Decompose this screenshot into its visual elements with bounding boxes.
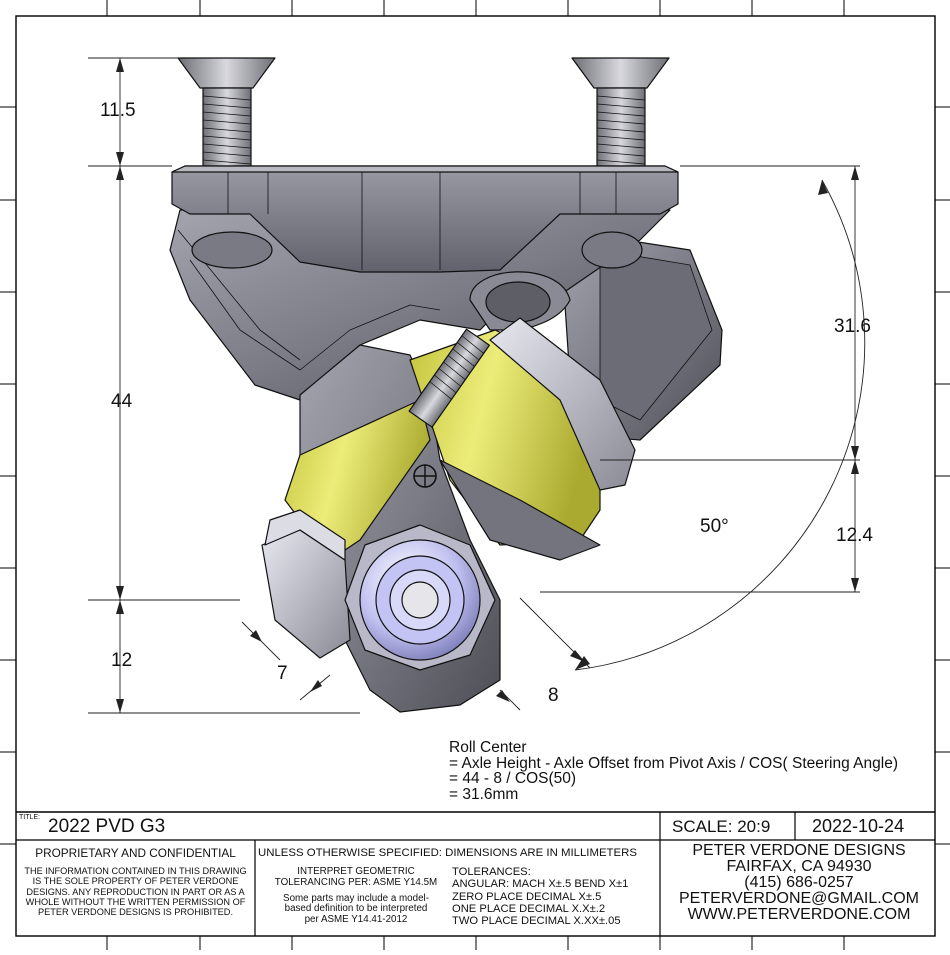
dim-axle-height: 12 xyxy=(111,650,133,671)
kingpin-stud xyxy=(408,328,491,428)
note-line-2: = 44 - 8 / COS(50) xyxy=(449,770,577,787)
tolerance-line: ZERO PLACE DECIMAL X±.5 xyxy=(452,890,602,903)
title-block-lines xyxy=(16,811,935,936)
dim-steering-angle: 50° xyxy=(700,516,729,537)
note-line-1: = Axle Height - Axle Offset from Pivot A… xyxy=(449,754,898,772)
truck-assembly xyxy=(169,57,723,713)
right-screw xyxy=(571,57,670,171)
units-heading: UNLESS OTHERWISE SPECIFIED: DIMENSIONS A… xyxy=(258,847,637,859)
interpret-section: INTERPRET GEOMETRIC TOLERANCING PER: ASM… xyxy=(262,866,450,926)
proprietary-line: DESIGNS. ANY REPRODUCTION IN PART OR AS … xyxy=(26,886,245,897)
roll-center-note: Roll Center = Axle Height - Axle Offset … xyxy=(449,740,898,802)
model-line: Some parts may include a model- xyxy=(283,892,429,904)
company-section: PETER VERDONE DESIGNS FAIRFAX, CA 94930 … xyxy=(662,843,936,923)
drawing-date: 2022-10-24 xyxy=(812,816,905,836)
proprietary-line: IS THE SOLE PROPERTY OF PETER VERDONE xyxy=(32,876,239,887)
title-label: TITLE: xyxy=(19,814,41,821)
proprietary-line: THE INFORMATION CONTAINED IN THIS DRAWIN… xyxy=(24,866,247,876)
hanger-arm xyxy=(439,459,601,561)
company-email: PETERVERDONE@GMAIL.COM xyxy=(679,890,919,907)
dim-offset-right: 8 xyxy=(548,685,559,706)
pivot-center-mark xyxy=(413,464,437,488)
tolerance-line: TWO PLACE DECIMAL X.XX±.05 xyxy=(452,915,621,928)
tolerance-section: TOLERANCES: ANGULAR: MACH X±.5 BEND X±1 … xyxy=(452,866,658,928)
proprietary-heading: PROPRIETARY AND CONFIDENTIAL xyxy=(35,846,236,860)
dim-overall-height: 44 xyxy=(111,391,133,412)
axle-nut xyxy=(344,524,496,671)
interpret-line: INTERPRET GEOMETRIC xyxy=(297,866,415,877)
dim-top-screw: 11.5 xyxy=(100,100,136,121)
dim-lower-right: 12.4 xyxy=(836,525,873,546)
washer xyxy=(489,317,636,491)
note-line-3: = 31.6mm xyxy=(449,785,519,803)
proprietary-section: PROPRIETARY AND CONFIDENTIAL THE INFORMA… xyxy=(16,846,255,917)
tolerance-line: ONE PLACE DECIMAL X.X±.2 xyxy=(452,902,606,915)
proprietary-line: WHOLE WITHOUT THE WRITTEN PERMISSION OF xyxy=(25,896,246,907)
dim-offset-left: 7 xyxy=(277,663,288,684)
model-line: per ASME Y14.41-2012 xyxy=(304,914,408,926)
model-line: based definition to be interpreted xyxy=(284,903,428,915)
note-title: Roll Center xyxy=(449,739,527,756)
dim-roll-center: 31.6 xyxy=(834,316,871,337)
company-website: WWW.PETERVERDONE.COM xyxy=(687,906,911,923)
drawing-title: 2022 PVD G3 xyxy=(48,816,166,837)
right-mount-hole xyxy=(581,231,643,269)
proprietary-line: PETER VERDONE DESIGNS IS PROHIBITED. xyxy=(37,907,233,918)
drawing-scale: SCALE: 20:9 xyxy=(672,817,771,836)
company-address: FAIRFAX, CA 94930 xyxy=(726,858,872,875)
interpret-line: TOLERANCING PER: ASME Y14.5M xyxy=(274,876,438,888)
company-name: PETER VERDONE DESIGNS xyxy=(692,842,906,859)
left-screw xyxy=(177,57,276,171)
tolerance-line: ANGULAR: MACH X±.5 BEND X±1 xyxy=(452,878,629,891)
dimension-arrows xyxy=(116,58,859,713)
left-mount-hole xyxy=(191,231,273,269)
tolerance-line: TOLERANCES: xyxy=(452,866,531,878)
company-phone: (415) 686-0257 xyxy=(744,874,854,891)
